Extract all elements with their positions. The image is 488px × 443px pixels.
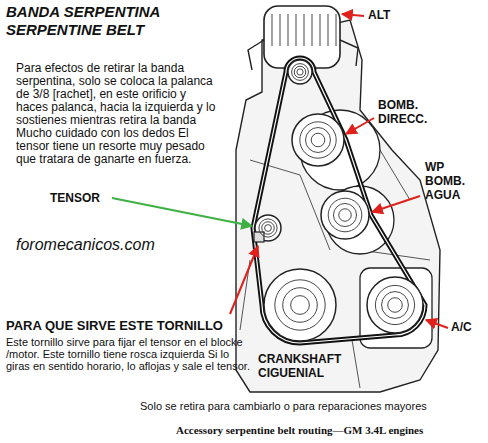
alternator-fin xyxy=(328,14,329,46)
bolt-note: Este tornillo sirve para fijar el tensor… xyxy=(6,336,256,372)
tensor-pulley xyxy=(255,215,281,241)
tensor-arrow xyxy=(112,198,252,226)
part-label: ALT xyxy=(368,8,408,22)
part-label: WP BOMB. AGUA xyxy=(425,160,475,202)
pulley-ring xyxy=(375,285,414,324)
pulley-ring xyxy=(328,198,362,232)
caption: Accessory serpentine belt routing—GM 3.4… xyxy=(176,424,486,437)
part-label: A/C xyxy=(451,320,485,334)
pulley-ring xyxy=(259,219,277,237)
alternator-fin xyxy=(272,14,273,46)
ac-pulley xyxy=(367,277,423,333)
power-steering-pulley xyxy=(292,114,344,166)
alternator-fin xyxy=(280,14,281,46)
alternator-fin xyxy=(288,14,289,46)
water-pump-pulley xyxy=(321,191,369,239)
tensor-bolt xyxy=(254,232,264,242)
pulley-ring xyxy=(292,64,309,81)
pulley-ring xyxy=(339,209,351,221)
alt-arrow xyxy=(342,14,364,16)
pulley-ring xyxy=(333,203,356,226)
watermark: foromecanicos.com xyxy=(16,236,196,254)
alternator-fin xyxy=(320,14,321,46)
pulley-ring xyxy=(294,66,306,78)
alternator-fin xyxy=(312,14,313,46)
ac-arrow xyxy=(426,320,448,328)
steering-arrow xyxy=(346,118,374,134)
crankshaft-pulley xyxy=(264,269,336,341)
pulley-ring xyxy=(297,69,303,75)
pulley-ring xyxy=(262,222,274,234)
part-label: TENSOR xyxy=(50,191,110,205)
pulley-ring xyxy=(291,296,310,315)
alternator-fin xyxy=(304,14,305,46)
pulley-ring xyxy=(300,122,336,158)
part-label: CRANKSHAFT CIGUENIAL xyxy=(258,352,358,380)
pulley-ring xyxy=(388,298,403,313)
pulley-ring xyxy=(306,128,331,153)
note: Solo se retira para cambiarlo o para rep… xyxy=(140,400,480,413)
pulley-ring xyxy=(265,225,272,232)
pulley-ring xyxy=(311,133,325,147)
instruction-note: Para efectos de retirar la banda serpent… xyxy=(16,62,221,166)
title: BANDA SERPENTINA SERPENTINE BELT xyxy=(6,3,166,39)
alternator-pulley xyxy=(288,60,312,84)
heading-note: PARA QUE SIRVE ESTE TORNILLO xyxy=(6,318,256,333)
pulley-ring xyxy=(275,280,325,330)
bolt-arrow xyxy=(230,246,258,314)
part-label: BOMB. DIRECC. xyxy=(378,98,448,126)
alternator-fin xyxy=(296,14,297,46)
pulley-ring xyxy=(283,288,318,323)
water-pump-arrow xyxy=(372,196,420,212)
engine-block xyxy=(236,20,440,392)
pulley-ring xyxy=(382,292,409,319)
alternator-fin xyxy=(336,14,337,46)
